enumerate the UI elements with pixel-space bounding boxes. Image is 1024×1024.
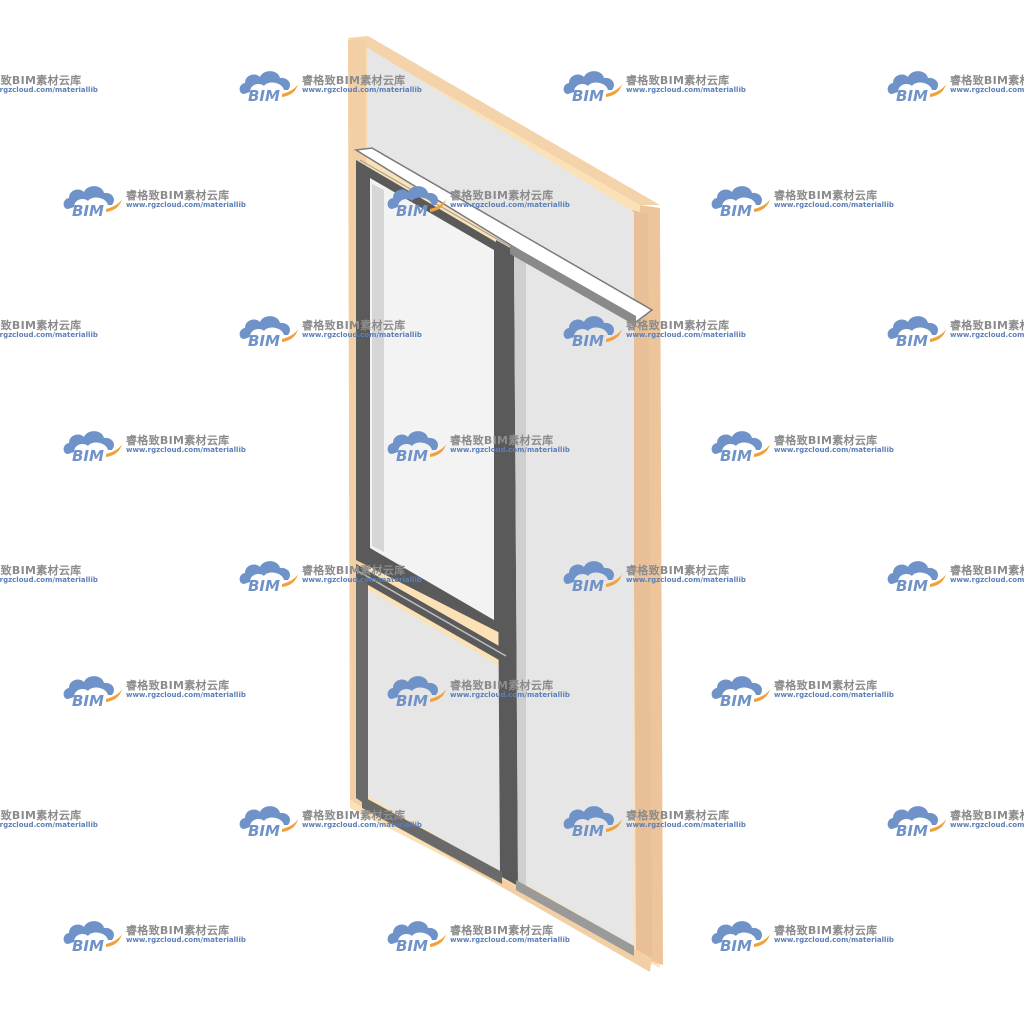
lower-bottom-rail [362,796,502,884]
horizontal-rail [356,564,506,664]
horizontal-rail-highlight [355,569,507,657]
frame-right-stile [632,210,652,958]
transom-glass [368,48,634,310]
vertical-mullion-face [514,250,526,890]
fixed-panel-top-rail [510,244,636,326]
fixed-glass-panel [508,246,634,946]
frame-bottom-rail [350,800,652,972]
fixed-panel-bottom-rail [516,880,634,956]
sash-inner-highlight [372,184,384,552]
lower-glass-panel [368,590,500,872]
lower-left-stile [356,578,368,806]
sash-glass [370,178,494,620]
frame-top-edge [348,36,660,205]
vertical-mullion [496,240,518,886]
